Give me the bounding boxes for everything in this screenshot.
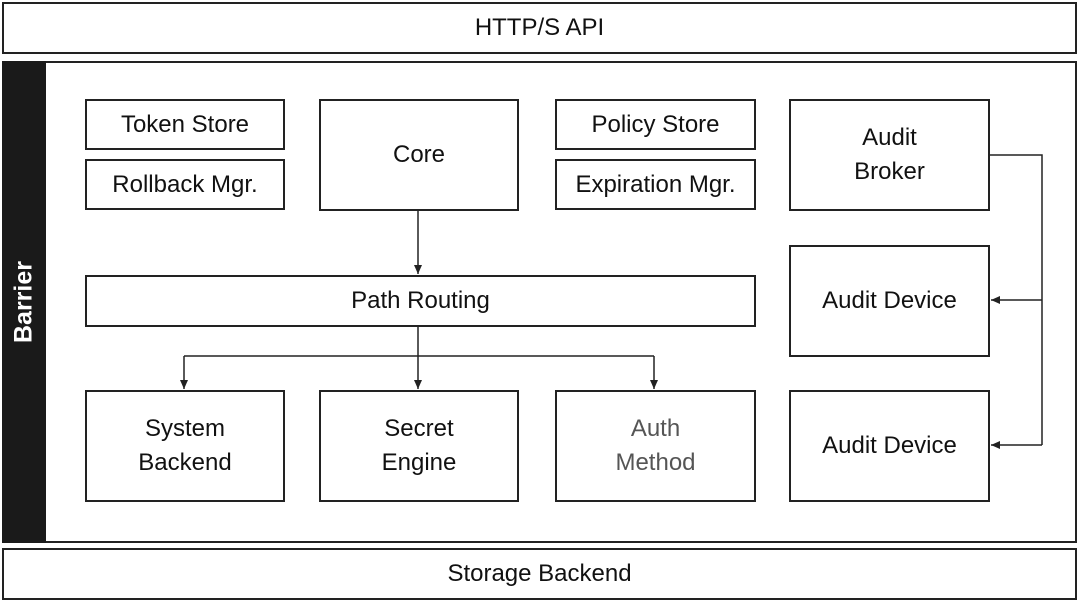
rollback-mgr-label: Rollback Mgr. [112,170,258,198]
system-backend-box: System Backend [85,390,285,502]
audit-device-label-1: Audit Device [822,287,957,314]
audit-device-box-2: Audit Device [789,390,990,502]
secret-engine-box: Secret Engine [319,390,519,502]
audit-broker-box: Audit Broker [789,99,990,211]
storage-backend-label: Storage Backend [447,560,632,587]
audit-broker-label: Audit Broker [854,124,925,185]
policy-store-box: Policy Store [555,99,756,150]
path-routing-box: Path Routing [85,275,756,327]
system-backend-label: System Backend [138,415,232,476]
token-store-label: Token Store [120,110,250,138]
core-box: Core [319,99,519,211]
auth-method-label: Auth Method [615,415,696,476]
core-label: Core [392,141,446,168]
policy-store-label: Policy Store [591,110,720,138]
token-store-box: Token Store [85,99,285,150]
http-api-layer: HTTP/S API [2,2,1077,54]
secret-engine-label: Secret Engine [381,415,457,476]
audit-device-box-1: Audit Device [789,245,990,357]
audit-broker-bus-line [990,154,1043,445]
http-api-label: HTTP/S API [474,14,605,41]
path-routing-label: Path Routing [351,287,490,314]
barrier-band [2,61,46,543]
rollback-mgr-box: Rollback Mgr. [85,159,285,210]
expiration-mgr-label: Expiration Mgr. [575,170,736,198]
auth-method-box: Auth Method [555,390,756,502]
audit-device-label-2: Audit Device [822,432,957,459]
expiration-mgr-box: Expiration Mgr. [555,159,756,210]
storage-backend-layer: Storage Backend [2,548,1077,600]
